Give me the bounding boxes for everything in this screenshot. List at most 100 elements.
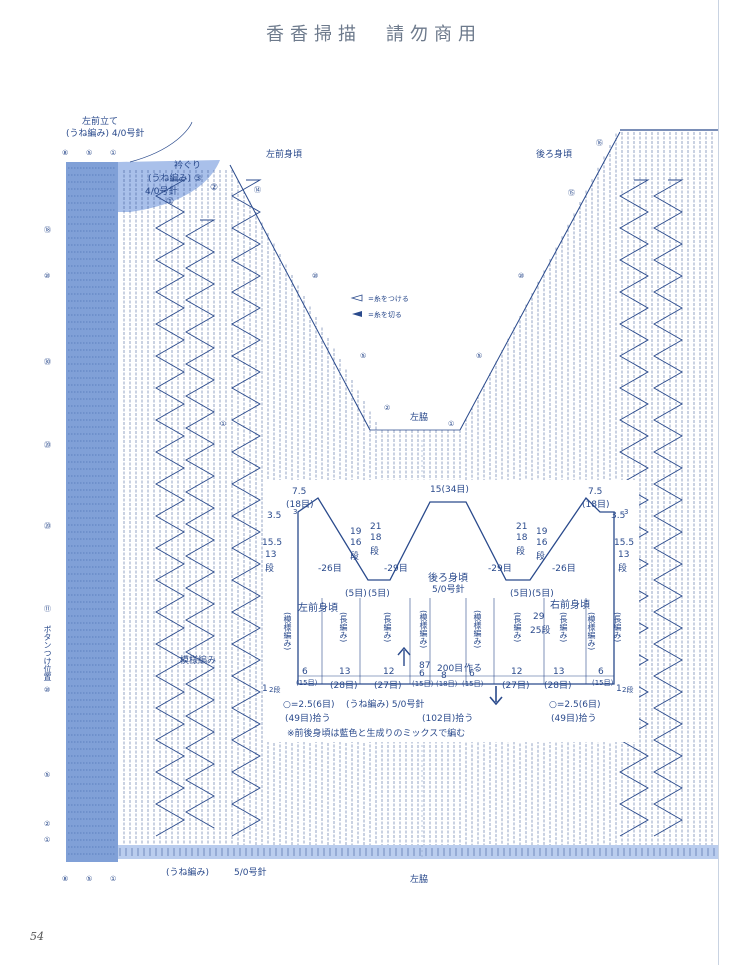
- front-row-4: ①: [220, 420, 227, 428]
- front-row-2: ⑤: [360, 352, 367, 360]
- band-row-3: ⑳: [44, 441, 51, 449]
- neck-line-label: 衿ぐり: [174, 161, 202, 171]
- schem-al-35: 3.5: [267, 511, 282, 521]
- schem-ar-3: 3: [624, 508, 629, 516]
- schem-dec-l2: -29目: [384, 564, 408, 574]
- back-row-1: ⑮: [568, 189, 575, 197]
- band-row-8: ②: [44, 820, 51, 828]
- direction-arrow-up: [397, 646, 411, 666]
- zigzag-pattern-3: [619, 179, 650, 837]
- zigzag-pattern-4: [653, 179, 684, 837]
- schem-back-needle: 5/0号針: [432, 585, 465, 595]
- page-number: 54: [30, 930, 44, 943]
- schem-b-13r: 13: [553, 667, 565, 677]
- schem-long-2: (長編み): [383, 612, 392, 643]
- schem-nr-dan1: 段: [516, 547, 526, 557]
- schem-pickup-r: (49目)拾う: [551, 714, 597, 724]
- hem-needle-label: 5/0号針: [234, 868, 267, 878]
- schem-long-4: (長編み): [559, 612, 568, 643]
- schem-al-3: 3: [293, 508, 298, 516]
- left-neck-edge: [229, 164, 371, 431]
- zigzag-pattern-2: [231, 179, 262, 837]
- legend-attach-symbol: [350, 294, 363, 302]
- schem-note: ※前後身頃は藍色と生成りのミックスで編む: [287, 729, 466, 739]
- schem-nr-18: 18: [516, 533, 528, 543]
- schem-pickup-m: (102目)拾う: [422, 714, 474, 724]
- legend-cut-symbol: [352, 311, 362, 317]
- watermark: 香香掃描 請勿商用: [266, 24, 482, 45]
- schem-b-13r-st: (28目): [544, 681, 572, 691]
- schem-nst-r1: (5目): [510, 589, 532, 599]
- schem-nl-16: 16: [350, 538, 362, 548]
- neck-needle-label: 4/0号針: [145, 187, 178, 197]
- band-row-6: ⑩: [44, 686, 51, 694]
- band-stitch-label: (うね編み) 4/0号針: [66, 129, 145, 139]
- schem-nst-l2: (5目): [368, 589, 390, 599]
- schem-ribbing: (うね編み) 5/0号針: [346, 700, 425, 710]
- schem-dec-l1: -26目: [318, 564, 342, 574]
- schem-pat-3: (模様編み): [473, 610, 482, 649]
- schem-b-8m: 8: [441, 671, 447, 681]
- schem-nr-19: 19: [536, 527, 548, 537]
- band-row-4: ⑳: [44, 522, 51, 530]
- schem-b-6m-st: (15目): [412, 680, 434, 688]
- schem-b-6r: 6: [598, 667, 604, 677]
- schem-b-12l-st: (27目): [374, 681, 402, 691]
- back-row-3: ⑤: [476, 352, 483, 360]
- back-row-0: ⑯: [596, 139, 603, 147]
- schem-nr-16: 16: [536, 538, 548, 548]
- schem-left-front-title: 左前身頃: [298, 603, 338, 614]
- schem-long-3: (長編み): [513, 612, 522, 643]
- schem-nst-l1: (5目): [345, 589, 367, 599]
- band-row-2: ㉚: [44, 358, 51, 366]
- schem-dec-r1: -29目: [488, 564, 512, 574]
- band-col-bottom-2: ①: [110, 875, 117, 883]
- hem-band: [118, 845, 718, 859]
- schem-pickup-l: (49目)拾う: [285, 714, 331, 724]
- schem-hem-right-2: 2段: [622, 686, 634, 694]
- schem-shoulder-left-st: (18目): [286, 500, 314, 510]
- band-col-top-0: ⑧: [62, 149, 69, 157]
- schem-ar-155: 15.5: [614, 538, 635, 548]
- schem-nr-21: 21: [516, 522, 528, 532]
- schem-b-6r-st: (15目): [592, 679, 614, 687]
- schem-nl-21: 21: [370, 522, 382, 532]
- page-edge: [718, 0, 719, 965]
- schem-back-29: 29: [533, 612, 545, 622]
- band-texture: [68, 167, 116, 855]
- schem-dec-r2: -26目: [552, 564, 576, 574]
- band-col-bottom-0: ⑧: [62, 875, 69, 883]
- schem-shoulder-right-st: (18目): [582, 500, 610, 510]
- side-seam-bottom: 左脇: [410, 875, 429, 885]
- schem-right-front-title: 右前身頃: [550, 600, 590, 611]
- hem-texture: [119, 848, 715, 856]
- schem-nl-dan2: 段: [370, 547, 380, 557]
- schem-b-6l: 6: [302, 667, 308, 677]
- schem-b-6l-st: (15目): [296, 679, 318, 687]
- schem-hem-right-1: 1: [616, 684, 622, 694]
- schem-b-6n: 6: [469, 669, 475, 679]
- schem-back-200: 200目: [437, 664, 464, 674]
- band-row-5: ⑪: [44, 605, 51, 613]
- neck-row1: ①: [166, 197, 175, 207]
- band-row-1: ⑩: [44, 272, 51, 280]
- schem-al-155: 15.5: [262, 538, 283, 548]
- schem-al-13: 13: [265, 550, 277, 560]
- front-row-0: ⑭: [254, 186, 261, 194]
- schem-ar-dan: 段: [618, 564, 628, 574]
- schem-shoulder-left: 7.5: [292, 487, 307, 497]
- zigzag-pattern-0: [155, 179, 186, 837]
- neck-stitch-label: (うね編み) ③: [148, 174, 202, 184]
- schem-nl-dan1: 段: [350, 552, 360, 562]
- schem-nl-19: 19: [350, 527, 362, 537]
- schem-ar-13: 13: [618, 550, 630, 560]
- schem-back-25: 25段: [530, 626, 551, 636]
- schem-pat-2: (模様編み): [419, 610, 428, 649]
- schem-band-25-r: ○=2.5(6目): [549, 700, 601, 710]
- band-row-0: ⑱: [44, 226, 51, 234]
- back-row-4: ①: [448, 420, 455, 428]
- schem-b-12r: 12: [511, 667, 523, 677]
- schem-nl-18: 18: [370, 533, 382, 543]
- direction-arrow: [489, 686, 503, 706]
- schem-b-6m: 6: [419, 669, 425, 679]
